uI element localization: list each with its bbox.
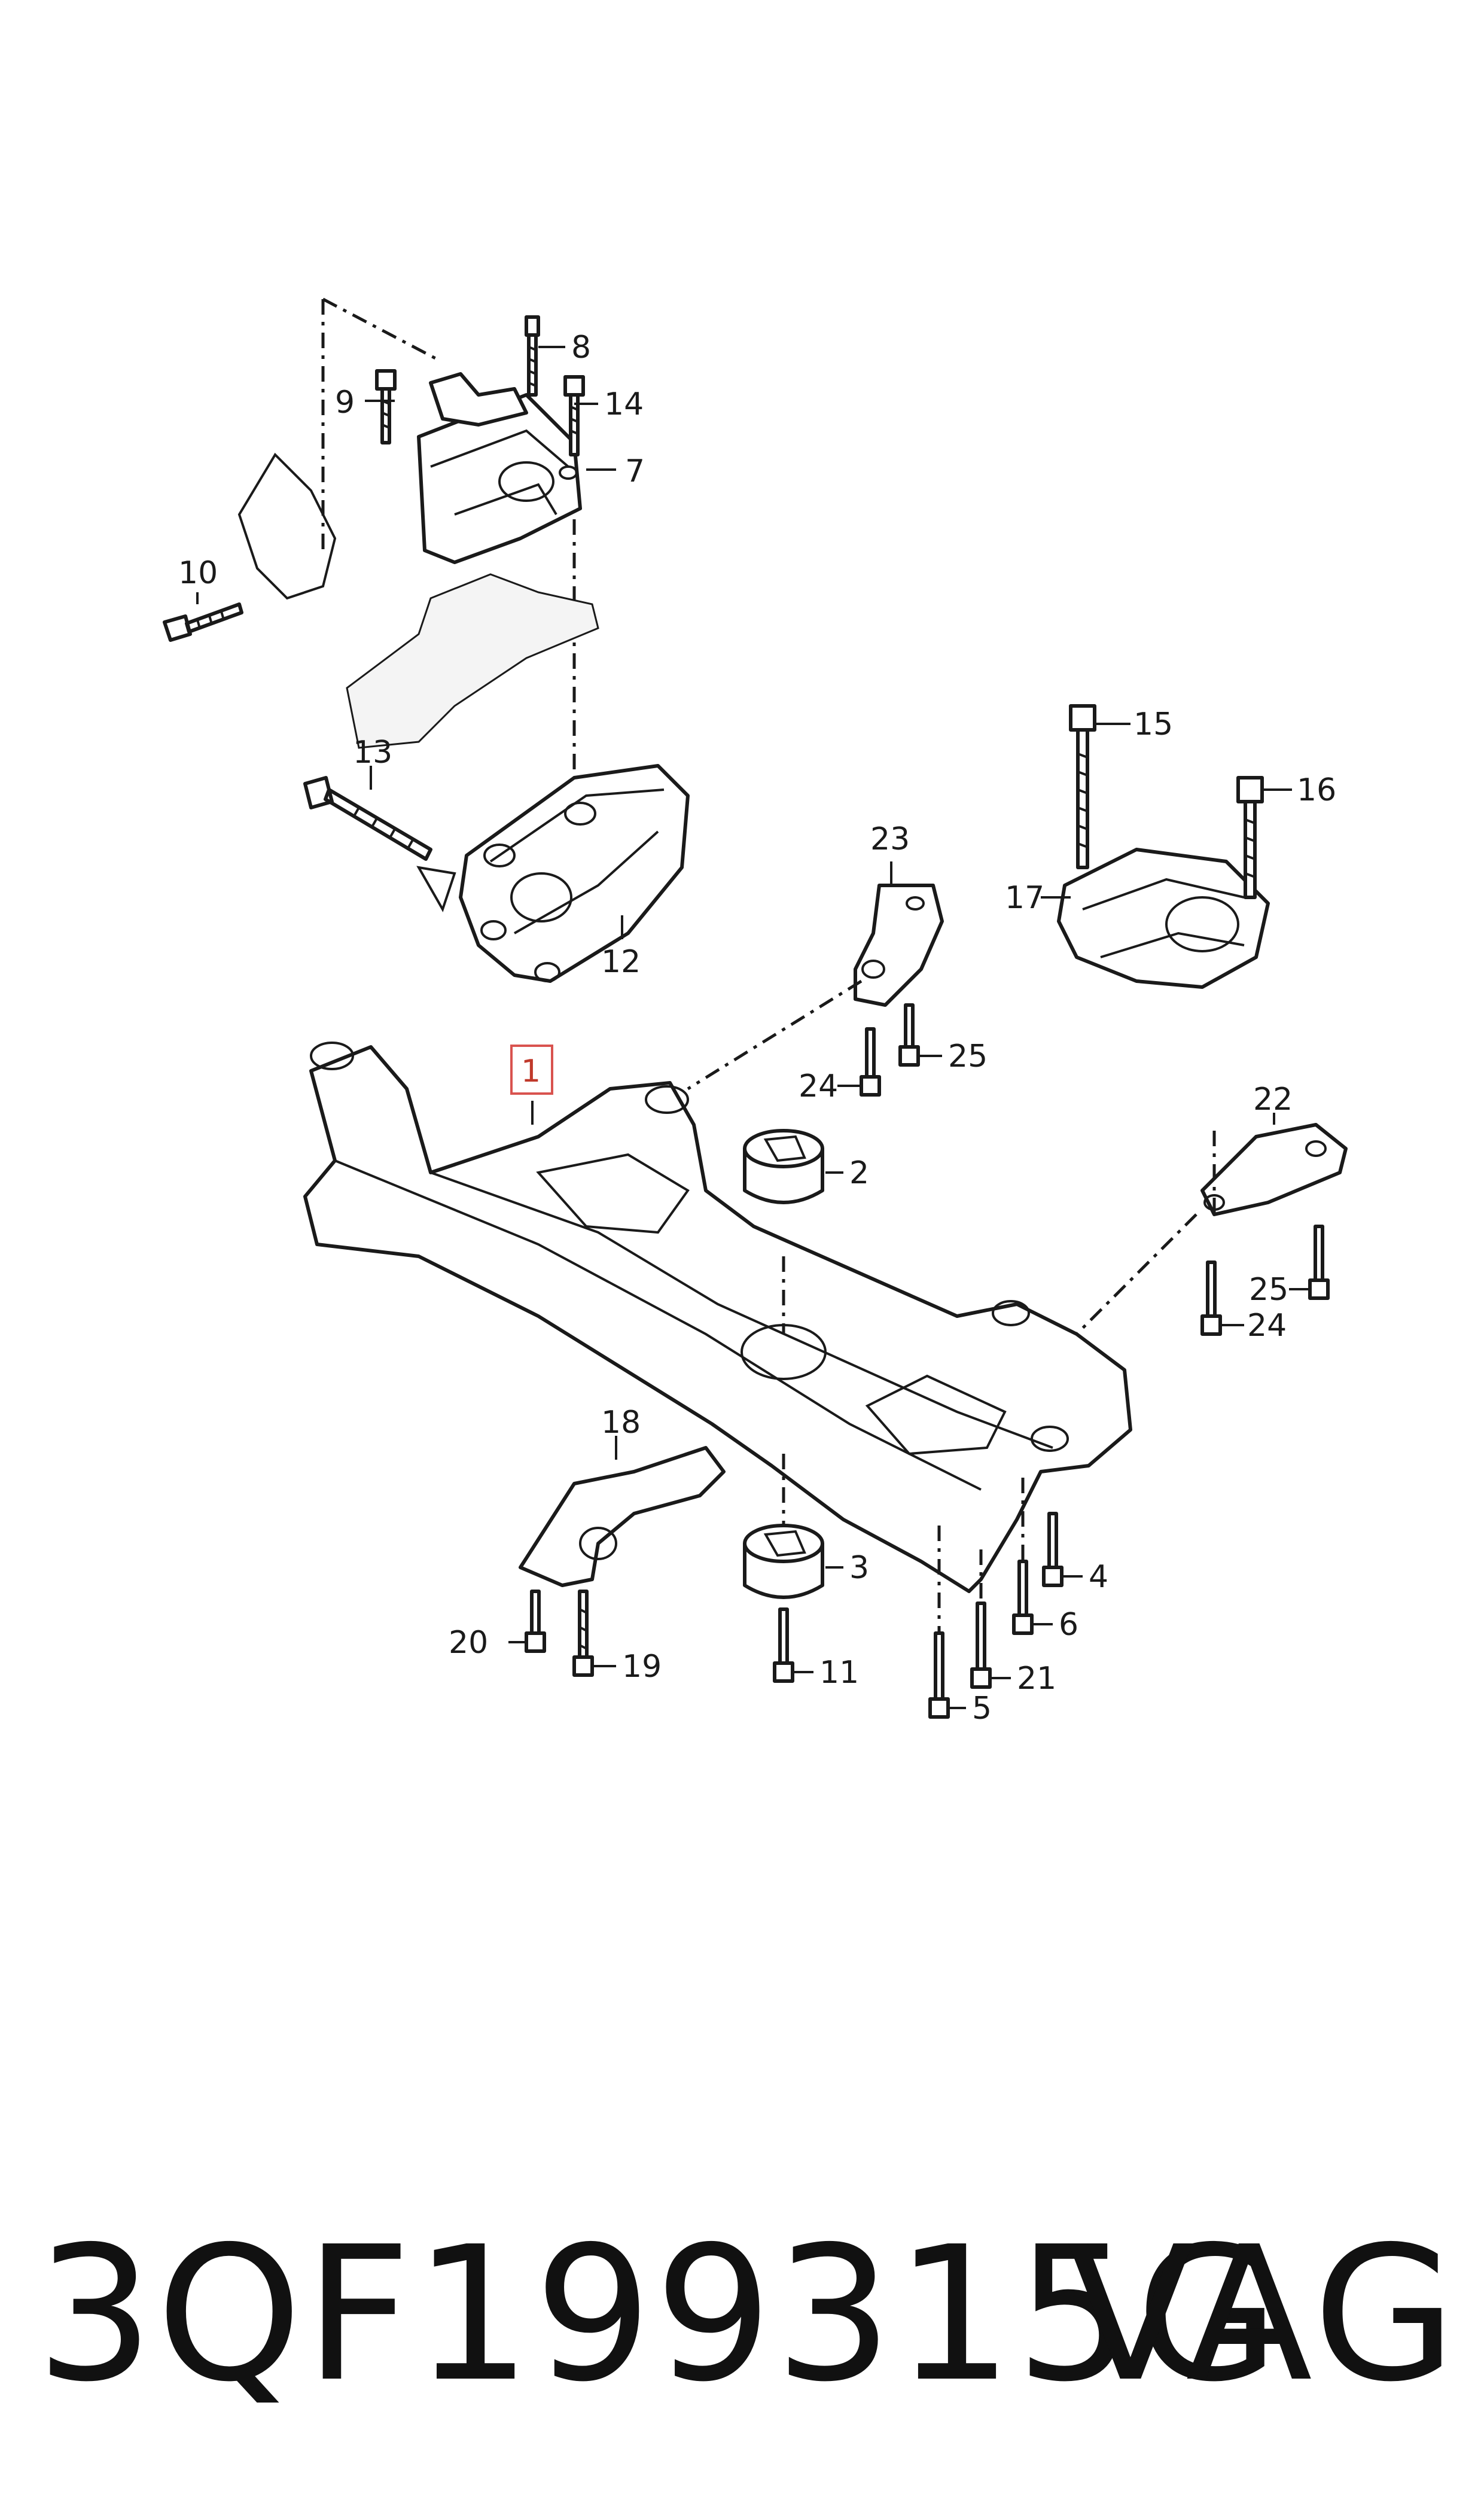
torque-support-18 — [519, 1446, 726, 1587]
footer: 3QF199315G VAG — [0, 2202, 1484, 2429]
subframe-1 — [303, 1042, 1132, 1657]
bolt-11 — [773, 1607, 794, 1683]
callout-13: 13 — [353, 735, 392, 771]
callout-1: 1 — [521, 1054, 541, 1089]
callout-24-upper: 24 — [799, 1068, 838, 1104]
callout-14: 14 — [604, 386, 644, 422]
lower-bolts — [773, 1512, 1064, 1719]
bolt-21 — [970, 1601, 992, 1689]
callout-25-upper: 25 — [948, 1039, 988, 1074]
callout-labels: 1 2 3 4 5 6 7 8 9 10 11 12 13 14 15 16 1… — [178, 330, 1336, 1727]
bolt-10 — [163, 602, 243, 642]
callout-5: 5 — [972, 1691, 992, 1727]
body-rail-section — [346, 573, 599, 749]
bushing-2 — [743, 1129, 824, 1204]
callout-17: 17 — [1005, 880, 1044, 916]
callout-22: 22 — [1253, 1082, 1293, 1118]
bolt-25-lower — [1308, 1225, 1330, 1300]
transmission-mount-assembly — [1057, 704, 1270, 989]
callout-20: 20 — [449, 1625, 488, 1661]
callout-23: 23 — [870, 821, 910, 857]
bracket-12-assembly — [303, 764, 690, 983]
callout-19: 19 — [622, 1649, 662, 1685]
bracket-22-assembly — [1052, 1123, 1348, 1359]
engine-mount-assembly — [237, 297, 599, 778]
bolt-5 — [928, 1631, 950, 1719]
bolt-14 — [563, 375, 585, 456]
bolt-20 — [525, 1590, 546, 1653]
bolt-8 — [525, 315, 540, 397]
bracket-23 — [854, 884, 944, 1007]
callout-11: 11 — [819, 1655, 859, 1691]
bolt-25-upper — [898, 1003, 920, 1067]
callout-12: 12 — [601, 944, 641, 980]
callout-2: 2 — [849, 1155, 869, 1191]
bracket-12 — [459, 764, 690, 983]
bracket-23-assembly — [687, 884, 944, 1097]
callout-24-lower: 24 — [1247, 1308, 1287, 1344]
subframe-body — [303, 1045, 1132, 1593]
leader-lines — [196, 346, 1310, 1709]
torque-support-assembly — [519, 1446, 726, 1677]
callout-16: 16 — [1297, 772, 1336, 808]
callout-7: 7 — [625, 453, 645, 489]
mount-17 — [1057, 848, 1270, 989]
callout-10: 10 — [178, 555, 218, 591]
bolt-13 — [303, 776, 432, 861]
callout-15: 15 — [1133, 707, 1173, 742]
bolt-4 — [1042, 1512, 1064, 1587]
callout-18: 18 — [601, 1405, 641, 1441]
bolt-15 — [1069, 704, 1096, 869]
bushing-3 — [743, 1524, 824, 1599]
callout-6: 6 — [1059, 1607, 1078, 1643]
bolt-16 — [1236, 776, 1264, 899]
callout-21: 21 — [1017, 1661, 1056, 1697]
bracket-22 — [1200, 1123, 1348, 1216]
bolt-19 — [572, 1590, 594, 1677]
bolt-24-lower — [1200, 1260, 1222, 1336]
bolt-10-group — [163, 602, 243, 642]
callout-9: 9 — [335, 385, 355, 421]
callout-8: 8 — [571, 330, 591, 366]
callout-3: 3 — [849, 1550, 869, 1586]
mount-bracket-upper — [429, 372, 528, 427]
bolt-24-upper — [860, 1027, 881, 1097]
part-number: 3QF199315G — [36, 2207, 1282, 2423]
callout-25-lower: 25 — [1249, 1272, 1288, 1308]
brand-name: VAG — [1066, 2207, 1460, 2423]
callout-1-highlight-box — [510, 1045, 553, 1095]
bolt-6 — [1012, 1560, 1034, 1635]
callout-4: 4 — [1089, 1559, 1108, 1595]
bolt-9 — [375, 369, 397, 444]
